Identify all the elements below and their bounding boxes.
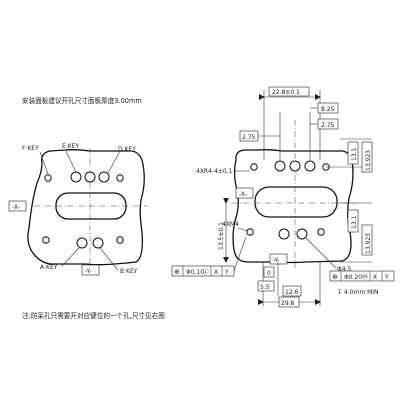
- fcf-right-datum-2: Y: [384, 274, 389, 281]
- dim-depth-min: ↧ 4.0mm MIN: [337, 289, 379, 296]
- fcf-right-tolerance: Φ0.20: [344, 274, 362, 281]
- right-hole-bot-2: [296, 228, 308, 240]
- label-b-key: B KEY: [120, 268, 138, 275]
- dim-13-923-bot-box: [361, 224, 373, 256]
- footnote: 注:防呆孔只需要开对应键位的一个孔,尺寸见右图: [22, 311, 165, 320]
- right-cutout-figure: 22.8±0.1 8.25 2.75 2.75 13.1 13.923 13.1…: [171, 86, 395, 308]
- leader-a-key: [61, 247, 80, 267]
- dim-0: 0: [267, 270, 271, 277]
- dim-4xm4: 4XM4: [222, 221, 239, 228]
- page-title: 安装面板建议开孔尺寸面板厚度3.00mm: [22, 96, 142, 105]
- right-datum-y-box: [269, 253, 288, 265]
- dim-22-8: 22.8±0.1: [272, 89, 300, 96]
- dim-2-75-b: 2.75: [321, 122, 335, 129]
- dim-8-25-box: [317, 102, 339, 114]
- right-hole-bot-small-1: [246, 228, 254, 236]
- right-hole-bot-small-2: [317, 228, 325, 236]
- left-hole-bot-small-1: [42, 236, 50, 244]
- right-hole-top-small-1: [250, 163, 258, 171]
- dim-13-1-top-box: [347, 141, 359, 165]
- fcf-left-tolerance: Φ0.10: [186, 269, 204, 276]
- dim-8-25: 8.25: [321, 106, 335, 113]
- left-panel-outline: [27, 149, 145, 266]
- dim-phi45: Φ4.5: [337, 266, 351, 273]
- dim-0-box: [263, 266, 275, 278]
- right-center-slot: [254, 186, 338, 218]
- right-datum-x-box: [235, 187, 254, 199]
- dim-13-923-top-box: [361, 141, 373, 173]
- left-hole-bot-small-2: [116, 236, 124, 244]
- dim-13-5: 13.5±0.1: [218, 222, 225, 250]
- fcf-left-leader: [233, 236, 247, 272]
- right-panel-outline: [232, 149, 354, 264]
- label-e-key: E KEY: [62, 143, 79, 150]
- dim-29-8-box: [278, 296, 300, 308]
- right-hole-top-2: [289, 160, 301, 172]
- dim-5-5-box: [257, 280, 275, 292]
- right-datum-x-label: -X-: [239, 191, 247, 198]
- fcf-left-datum-2: Y: [224, 269, 229, 276]
- dim-12-6-box: [282, 285, 302, 297]
- fcf-right-modifier: Ⓜ: [362, 273, 368, 281]
- dim-leader-4xm4: [237, 227, 249, 232]
- left-datum-x-label: -X-: [12, 204, 20, 211]
- label-d-key: D KEY: [118, 146, 136, 153]
- left-cutout-figure: F KEY E KEY D KEY A KEY B KEY -X- -Y-: [8, 143, 148, 276]
- fcf-right-symbol: ⊕: [332, 273, 338, 281]
- leader-b-key: [99, 247, 119, 271]
- fcf-right-datum-1: X: [373, 274, 377, 281]
- fcf-left-symbol: ⊕: [174, 268, 180, 276]
- dim-13-1-bot: 13.1: [351, 215, 358, 229]
- dim-22-8-box: [268, 86, 310, 97]
- fcf-left-modifier: Ⓛ: [203, 268, 209, 276]
- right-hole-top-1: [274, 160, 286, 172]
- right-hole-bot-1: [278, 228, 290, 240]
- dim-13-1-top: 13.1: [351, 147, 358, 161]
- dim-2-75-b-box: [317, 118, 339, 130]
- leader-d-key: [107, 150, 121, 174]
- dim-29-8: 29.8: [281, 300, 295, 307]
- left-hole-top-e: [84, 171, 96, 183]
- label-f-key: F KEY: [22, 145, 39, 152]
- right-datum-y-label: -Y-: [273, 257, 280, 264]
- dim-2-75-a-box: [239, 130, 259, 142]
- left-datum-y-label: -Y-: [85, 268, 92, 275]
- dim-leader-phi45: [305, 237, 337, 269]
- dim-4xr4: 4XR4-4±0.1: [196, 168, 233, 175]
- dim-13-923-bot: 13.923: [365, 233, 372, 254]
- leader-f-key: [39, 151, 49, 175]
- dim-12-6: 12.6: [285, 289, 299, 296]
- fcf-left: ⊕ Φ0.10 Ⓛ X Y: [171, 265, 235, 277]
- fcf-left-datum-1: X: [214, 269, 218, 276]
- dim-13-923-top: 13.923: [365, 150, 372, 171]
- label-a-key: A KEY: [40, 264, 58, 271]
- left-hole-bot-a: [76, 237, 88, 249]
- dim-2-75-a: 2.75: [242, 134, 256, 141]
- left-datum-y-box: [81, 264, 100, 276]
- right-hole-top-3: [304, 160, 316, 172]
- dim-13-1-bot-box: [347, 209, 359, 233]
- left-datum-x-box: [8, 200, 27, 212]
- dim-5-5: 5.5: [260, 284, 270, 291]
- left-hole-top-small-2: [116, 174, 124, 182]
- leader-e-key: [65, 150, 77, 173]
- left-hole-top-f: [70, 171, 82, 183]
- left-hole-top-d: [98, 171, 110, 183]
- left-hole-bot-b: [92, 237, 104, 249]
- fcf-right: ⊕ Φ0.20 Ⓜ X Y: [329, 270, 395, 282]
- left-hole-top-small-1: [44, 174, 52, 182]
